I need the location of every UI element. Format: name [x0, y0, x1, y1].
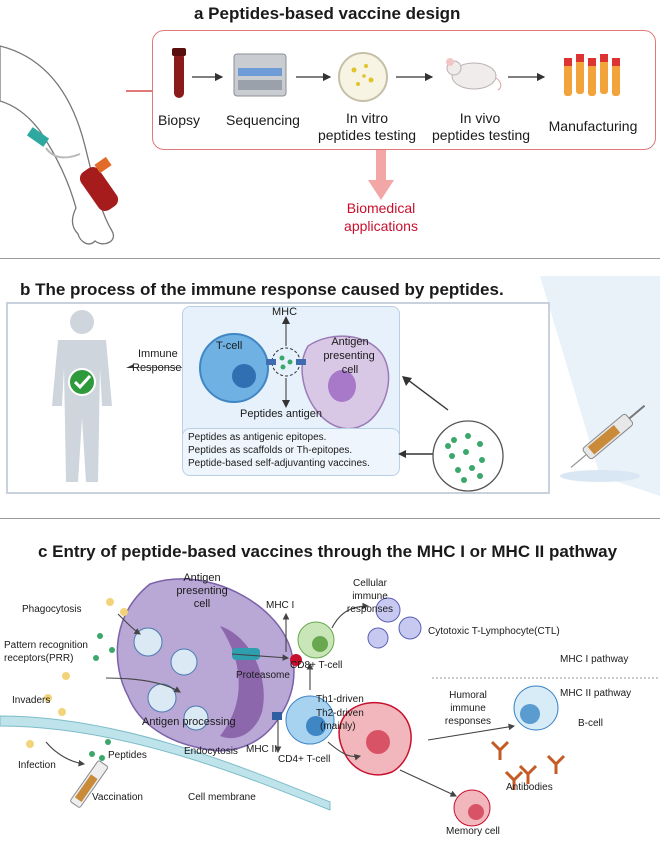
role-3: Peptide-based self-adjuvanting vaccines.: [188, 458, 370, 469]
phagocytosis-label: Phagocytosis: [22, 604, 82, 615]
c-apc-line1: Antigen: [183, 572, 221, 584]
cd4-label: CD4+ T-cell: [278, 754, 331, 765]
prr-line1: Pattern recognition: [4, 640, 88, 651]
tcell-label: T-cell: [216, 340, 243, 352]
antibodies-label: Antibodies: [506, 782, 553, 793]
prr-line2: receptors(PRR): [4, 653, 74, 664]
mhc2-pathway-label: MHC II pathway: [560, 688, 632, 699]
cd8-label: CD8+ T-cell: [290, 660, 343, 671]
apc-line2: presenting: [323, 350, 375, 362]
process-arrows: [192, 72, 546, 82]
peptides-circle-arrows: [398, 376, 449, 458]
arm-blood-draw-illustration: [0, 45, 119, 245]
immune-arrow: [126, 364, 182, 368]
peptides-circle: [432, 420, 504, 492]
infection-label: Infection: [18, 760, 56, 771]
peptides-label: Peptides: [108, 750, 147, 761]
immune-line2: Response: [132, 362, 182, 374]
petri-dish-icon: [338, 52, 388, 102]
invaders-label: Invaders: [12, 695, 51, 706]
mouse-icon: [446, 58, 502, 91]
th2-line1: Th2-driven: [316, 708, 364, 719]
humoral-line2: immune: [450, 703, 486, 714]
human-body-icon: [52, 310, 112, 482]
cellular-line2: immune: [352, 591, 388, 602]
step-biopsy: Biopsy: [157, 112, 201, 128]
proteasome-label: Proteasome: [236, 670, 290, 681]
th1-label: Th1-driven: [316, 694, 364, 705]
syringe-illustration: [540, 276, 660, 496]
down-arrow-icon: [368, 150, 394, 200]
step-in-vivo-line1: In vivo: [459, 110, 501, 126]
mhc1-label: MHC I: [266, 600, 295, 611]
mhc2-label: MHC II: [246, 744, 278, 755]
cellular-line1: Cellular: [353, 578, 387, 589]
output-line1: Biomedical: [346, 200, 416, 216]
antigen-processing-label: Antigen processing: [142, 716, 236, 728]
th2-line2: (mainly): [320, 721, 356, 732]
bcell-label: B-cell: [578, 718, 604, 729]
biopsy-tube-icon: [172, 48, 186, 98]
tcell-apc-interaction: [199, 316, 390, 430]
section-a-title: a Peptides-based vaccine design: [194, 4, 461, 23]
output-line2: applications: [344, 218, 418, 234]
endocytosis-label: Endocytosis: [184, 746, 238, 757]
divider-a-b: [0, 258, 660, 259]
cellular-line3: responses: [346, 604, 394, 615]
connector-line: [126, 90, 152, 92]
c-apc-line3: cell: [193, 598, 211, 610]
vaccination-label: Vaccination: [92, 792, 143, 803]
cell-membrane-label: Cell membrane: [188, 792, 256, 803]
step-sequencing: Sequencing: [226, 112, 300, 128]
memory-cell-label: Memory cell: [446, 826, 500, 837]
role-2: Peptides as scaffolds or Th-epitopes.: [188, 445, 353, 456]
step-in-vitro-line2: peptides testing: [317, 127, 417, 143]
apc-line1: Antigen: [331, 336, 369, 348]
mhc1-pathway-label: MHC I pathway: [560, 654, 629, 665]
mhc-pathway-diagram: [0, 578, 660, 827]
mhc-label: MHC: [272, 306, 298, 318]
sequencer-icon: [233, 53, 287, 97]
apc-line3: cell: [341, 364, 359, 376]
humoral-line3: responses: [444, 716, 492, 727]
step-in-vivo-line2: peptides testing: [431, 127, 531, 143]
ctl-label: Cytotoxic T-Lymphocyte(CTL): [428, 626, 560, 637]
c-apc-line2: presenting: [176, 585, 228, 597]
role-1: Peptides as antigenic epitopes.: [188, 432, 327, 443]
divider-b-c: [0, 518, 660, 519]
immune-line1: Immune: [138, 348, 178, 360]
step-in-vitro-line1: In vitro: [345, 110, 388, 126]
vials-icon: [564, 54, 620, 96]
step-manufacturing: Manufacturing: [548, 118, 638, 134]
section-b-title: b The process of the immune response cau…: [20, 280, 504, 299]
peptide-roles-box: [182, 428, 400, 476]
peptides-antigen-label: Peptides antigen: [240, 408, 322, 420]
humoral-line1: Humoral: [449, 690, 487, 701]
section-c-title: c Entry of peptide-based vaccines throug…: [38, 542, 618, 561]
